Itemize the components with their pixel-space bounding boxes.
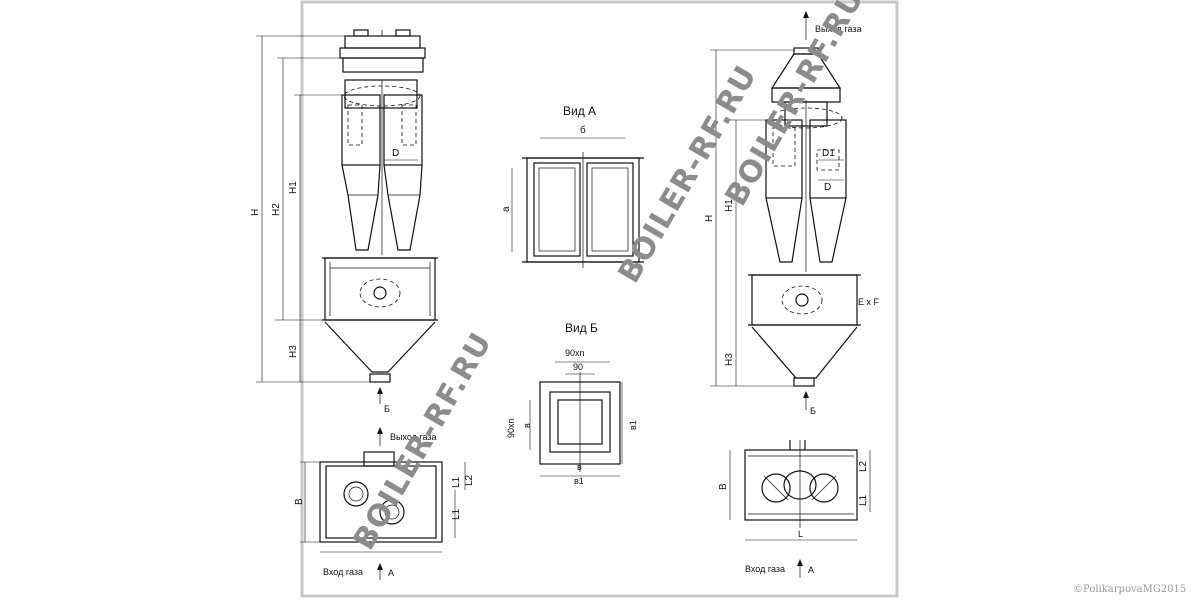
dim-v1-view-b-vertical: в1 (628, 420, 638, 430)
dim-v-view-b-vertical: в (522, 423, 532, 428)
watermark-left: BOILER-RF.RU (347, 327, 500, 556)
dim-L1-left: L1 (451, 508, 462, 520)
left-plan-view (300, 427, 466, 580)
dim-b-view-a: б (580, 124, 586, 136)
right-plan-view (729, 440, 871, 578)
gas-out-label-left: Выход газа (390, 432, 437, 442)
dim-a-view-a: a (501, 206, 512, 212)
arrow-b-right-label: Б (810, 406, 816, 416)
dim-L1-right: L1 (858, 494, 869, 506)
gas-in-label-right: Вход газа (745, 564, 785, 574)
arrow-b-left-label: Б (384, 404, 390, 414)
dim-90xn-view-b: 90xn (565, 348, 585, 358)
view-b (529, 361, 623, 477)
dim-H-left: H (250, 209, 261, 216)
dim-ExF-right: E x F (858, 297, 880, 307)
drawing-frame (300, 0, 899, 598)
dim-H1-right: H1 (724, 199, 735, 212)
dim-L-right: L (798, 529, 803, 539)
arrow-a-right-label: А (808, 565, 814, 575)
gas-in-label-left: Вход газа (323, 567, 363, 577)
copyright-text: ©PolikarpovaMG2015 (1073, 584, 1186, 595)
left-cyclone (256, 29, 438, 404)
view-b-title: Вид Б (565, 321, 598, 335)
view-a (511, 137, 644, 268)
dim-H1-left: H1 (288, 181, 299, 194)
arrow-a-left-label: А (388, 568, 394, 578)
dim-D-left: D (392, 148, 399, 159)
gas-out-label-right: Выход газа (815, 24, 862, 34)
dim-D-right: D (824, 182, 831, 193)
dim-H3-left: H3 (288, 345, 299, 358)
dim-L2-left: L2 (464, 474, 475, 486)
view-a-title: Вид А (563, 104, 596, 118)
dim-v1-view-b: в1 (574, 476, 584, 486)
right-cyclone (710, 11, 861, 410)
dim-90n-view-b: 90xn (506, 418, 516, 438)
dim-L1-left-top: L1 (451, 476, 462, 488)
dim-L2-right: L2 (858, 460, 869, 472)
dim-D1-right: D1 (822, 148, 835, 159)
dim-B-right: B (718, 483, 729, 490)
dim-B-left: B (294, 498, 305, 505)
dim-v-view-b: в (577, 462, 582, 472)
dim-H2-left: H2 (271, 203, 282, 216)
dim-H-right: H (704, 215, 715, 222)
dim-90-view-b: 90 (573, 362, 583, 372)
dim-H3-right: H3 (724, 353, 735, 366)
